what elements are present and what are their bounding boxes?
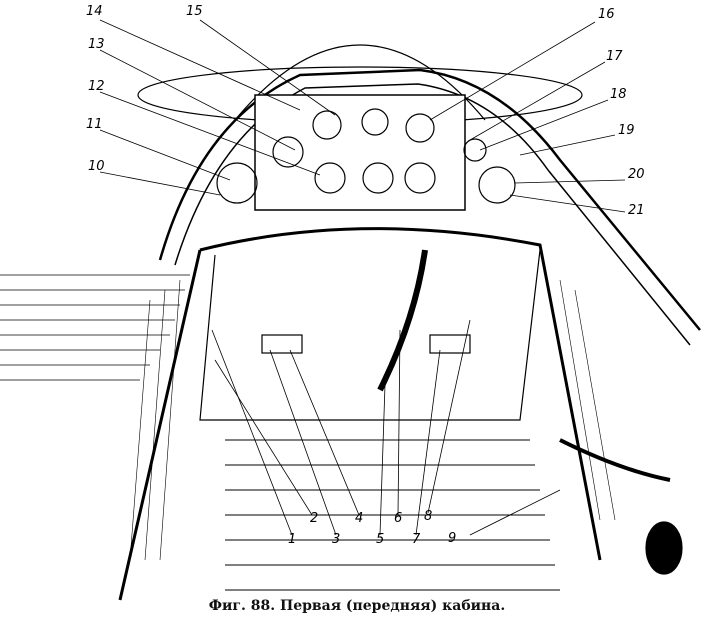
callout-4: 4 bbox=[355, 511, 364, 526]
control-stick bbox=[377, 249, 428, 392]
callout-10: 10 bbox=[88, 159, 105, 174]
figure-caption: Фиг. 88. Первая (передняя) кабина. bbox=[208, 598, 506, 614]
callout-1: 1 bbox=[288, 532, 297, 547]
windshield-arc bbox=[234, 44, 486, 121]
callout-2: 2 bbox=[310, 511, 319, 526]
callout-6: 6 bbox=[394, 511, 403, 526]
gauges bbox=[216, 108, 516, 204]
callout-3: 3 bbox=[332, 532, 341, 547]
callout-16: 16 bbox=[598, 7, 615, 22]
callout-11: 11 bbox=[86, 117, 103, 132]
rudder-pedal-right bbox=[429, 334, 471, 354]
callout-21: 21 bbox=[628, 203, 645, 218]
instrument-panel bbox=[254, 94, 466, 211]
canopy-frame bbox=[158, 68, 701, 331]
callout-8: 8 bbox=[424, 509, 433, 524]
leader-lines bbox=[99, 19, 626, 536]
callout-18: 18 bbox=[610, 87, 627, 102]
callout-12: 12 bbox=[88, 79, 105, 94]
callout-7: 7 bbox=[412, 532, 421, 547]
rudder-pedal-left bbox=[261, 334, 303, 354]
callout-20: 20 bbox=[628, 167, 645, 182]
floor-slats bbox=[225, 439, 560, 591]
side-hatching bbox=[129, 279, 616, 561]
callout-13: 13 bbox=[88, 37, 105, 52]
callout-14: 14 bbox=[86, 4, 103, 19]
callout-15: 15 bbox=[186, 4, 203, 19]
ground-hatching bbox=[0, 274, 190, 381]
callout-9: 9 bbox=[448, 531, 457, 546]
callout-19: 19 bbox=[618, 123, 635, 138]
callout-5: 5 bbox=[376, 532, 385, 547]
cockpit-rim bbox=[118, 227, 602, 601]
callout-17: 17 bbox=[606, 49, 623, 64]
